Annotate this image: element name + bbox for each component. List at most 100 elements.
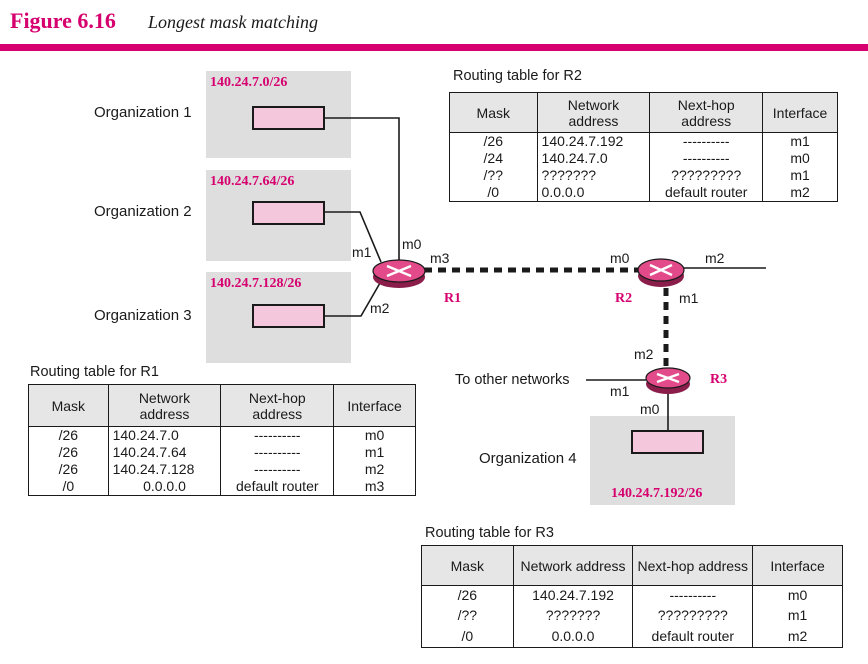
org2-network: 140.24.7.64/26: [210, 174, 295, 189]
r1-m2-label: m2: [370, 300, 390, 316]
link-org1-r1: [325, 117, 400, 260]
cell-network: 140.24.7.192: [536, 132, 651, 150]
cell-network: 0.0.0.0: [107, 478, 222, 496]
r2-m1-label: m1: [679, 290, 699, 306]
cell-network: 140.24.7.64: [107, 444, 222, 461]
header-mask: Mask: [421, 545, 514, 586]
cell-nexthop: ----------: [632, 585, 754, 606]
header-interface: Interface: [333, 384, 416, 427]
cell-mask: /26: [28, 444, 109, 461]
header-interface: Interface: [752, 545, 843, 586]
org1-network: 140.24.7.0/26: [210, 75, 288, 90]
cell-nexthop: ----------: [649, 132, 764, 150]
r2-m0-label: m0: [610, 250, 630, 266]
cell-nexthop: ----------: [220, 426, 335, 444]
org4-label: Organization 4: [479, 450, 577, 467]
cell-nexthop: ?????????: [632, 605, 754, 626]
header-nexthop: Next-hop address: [649, 92, 764, 133]
r3-routing-table: Mask Network address Next-hop address In…: [421, 545, 843, 648]
router-r3-label: R3: [710, 372, 728, 387]
org3-host: [252, 304, 325, 328]
cell-interface: m1: [333, 444, 416, 461]
header-interface: Interface: [762, 92, 838, 133]
r1-routing-table: Mask Network address Next-hop address In…: [28, 384, 416, 496]
header-network: Network address: [536, 92, 651, 133]
table-row: /26 140.24.7.64 ---------- m1: [28, 444, 416, 461]
table-row: /24 140.24.7.0 ---------- m0: [449, 150, 838, 167]
table-row: /26 140.24.7.192 ---------- m0: [421, 585, 843, 606]
cell-nexthop: default router: [649, 184, 764, 202]
table-row: /0 0.0.0.0 default router m2: [421, 625, 843, 648]
other-networks-label: To other networks: [455, 372, 570, 388]
cell-network: 140.24.7.0: [536, 150, 651, 167]
cell-network: 0.0.0.0: [512, 625, 634, 648]
cell-mask: /??: [449, 167, 538, 184]
cell-interface: m1: [752, 605, 843, 626]
cell-mask: /26: [449, 132, 538, 150]
cell-mask: /26: [28, 426, 109, 444]
router-r2-label: R2: [615, 291, 633, 306]
header-nexthop: Next-hop address: [632, 545, 754, 586]
header-network: Network address: [512, 545, 634, 586]
cell-network: 140.24.7.192: [512, 585, 634, 606]
r3-m1-label: m1: [610, 383, 630, 399]
org3-label: Organization 3: [94, 307, 192, 324]
header-network: Network address: [107, 384, 222, 427]
r1-m3-label: m3: [430, 250, 450, 266]
org3-network: 140.24.7.128/26: [210, 276, 302, 291]
org4-host: [631, 430, 704, 454]
router-r1-label: R1: [444, 291, 462, 306]
table-row: /26 140.24.7.128 ---------- m2: [28, 461, 416, 478]
header-nexthop: Next-hop address: [220, 384, 335, 427]
table-header-row: Mask Network address Next-hop address In…: [421, 545, 843, 586]
org1-label: Organization 1: [94, 104, 192, 121]
org4-network: 140.24.7.192/26: [611, 486, 703, 501]
cell-mask: /24: [449, 150, 538, 167]
router-r2: [637, 258, 685, 287]
r3-m2-label: m2: [634, 346, 654, 362]
figure-number: Figure 6.16: [10, 8, 116, 33]
cell-nexthop: ----------: [220, 444, 335, 461]
cell-mask: /??: [421, 605, 514, 626]
cell-interface: m0: [752, 585, 843, 606]
cell-mask: /0: [28, 478, 109, 496]
cell-nexthop: default router: [632, 625, 754, 648]
r2-m2-label: m2: [705, 250, 725, 266]
table-row: /?? ??????? ????????? m1: [449, 167, 838, 184]
table-row: /0 0.0.0.0 default router m3: [28, 478, 416, 496]
cell-interface: m0: [762, 150, 838, 167]
router-r1: [372, 259, 426, 288]
cell-nexthop: ?????????: [649, 167, 764, 184]
r2-table-caption: Routing table for R2: [453, 68, 582, 84]
cell-interface: m1: [762, 132, 838, 150]
cell-interface: m0: [333, 426, 416, 444]
org2-label: Organization 2: [94, 203, 192, 220]
cell-network: 140.24.7.0: [107, 426, 222, 444]
header-mask: Mask: [28, 384, 109, 427]
cell-interface: m1: [762, 167, 838, 184]
link-org3-r1: [325, 282, 381, 317]
cell-mask: /0: [449, 184, 538, 202]
cell-mask: /0: [421, 625, 514, 648]
figure-title: Longest mask matching: [148, 12, 318, 32]
table-row: /26 140.24.7.192 ---------- m1: [449, 132, 838, 150]
header-rule: [0, 44, 868, 51]
cell-network: ???????: [512, 605, 634, 626]
table-row: /26 140.24.7.0 ---------- m0: [28, 426, 416, 444]
cell-nexthop: default router: [220, 478, 335, 496]
r1-m0-label: m0: [402, 236, 422, 252]
header-mask: Mask: [449, 92, 538, 133]
cell-interface: m2: [762, 184, 838, 202]
cell-network: 0.0.0.0: [536, 184, 651, 202]
org1-host: [252, 106, 325, 130]
table-header-row: Mask Network address Next-hop address In…: [28, 384, 416, 427]
cell-network: ???????: [536, 167, 651, 184]
table-row: /?? ??????? ????????? m1: [421, 605, 843, 626]
cell-mask: /26: [421, 585, 514, 606]
table-header-row: Mask Network address Next-hop address In…: [449, 92, 838, 133]
cell-interface: m3: [333, 478, 416, 496]
cell-interface: m2: [333, 461, 416, 478]
org2-host: [252, 201, 325, 225]
cell-nexthop: ----------: [649, 150, 764, 167]
cell-network: 140.24.7.128: [107, 461, 222, 478]
